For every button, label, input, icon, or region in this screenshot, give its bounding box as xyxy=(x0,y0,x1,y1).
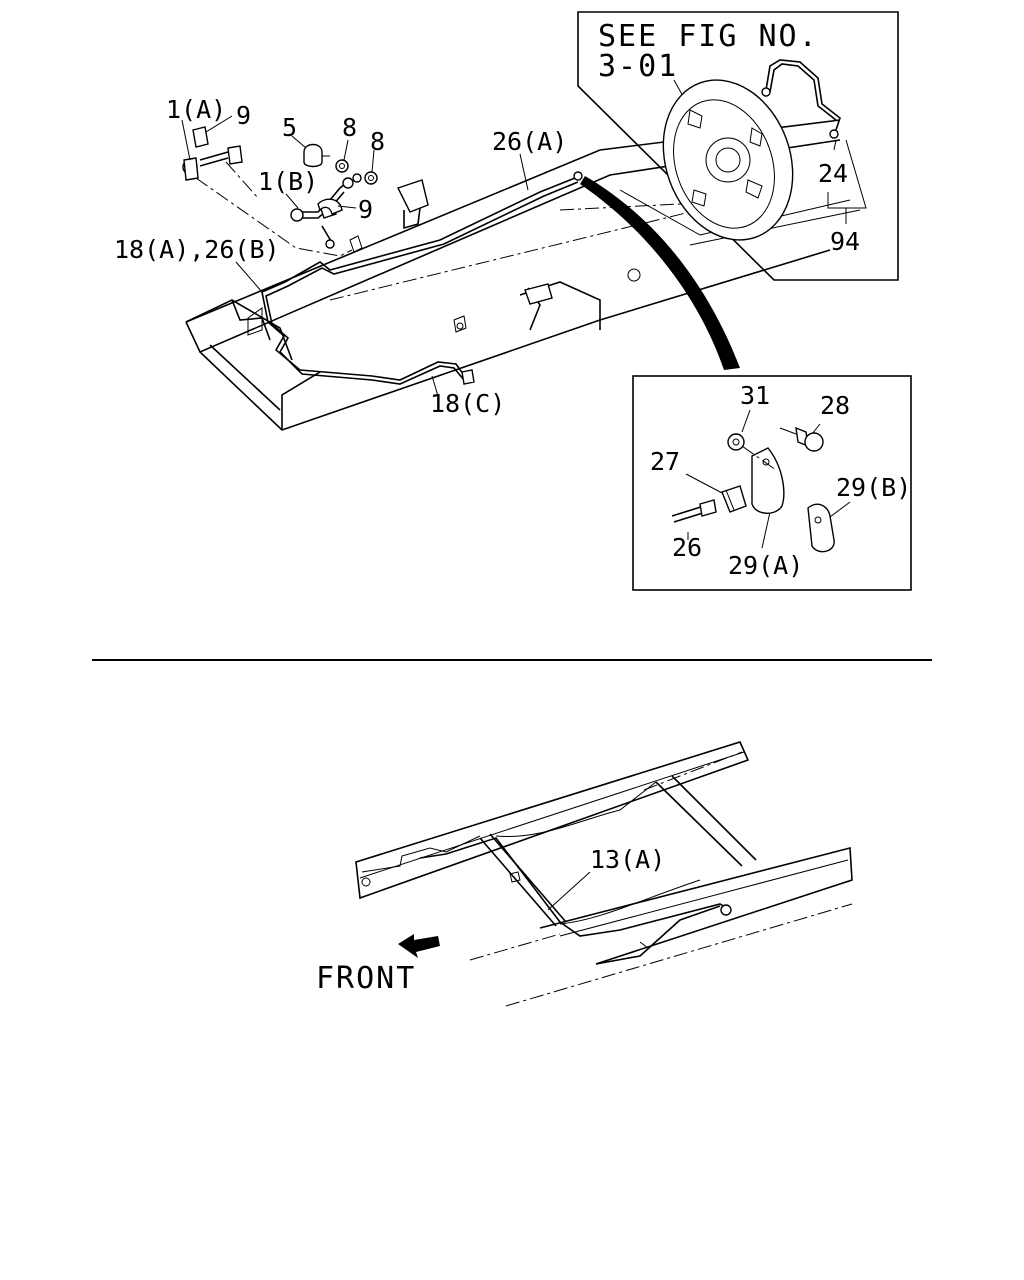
label-26a: 26(A) xyxy=(492,127,567,156)
chassis-frame-top xyxy=(185,119,861,431)
inset-brake-drum: SEE FIG NO. 3-01 24 94 xyxy=(577,11,899,281)
chassis-frame-bottom xyxy=(355,741,853,1007)
leader-lines-top xyxy=(181,115,529,397)
label-28: 28 xyxy=(820,391,850,420)
front-label: FRONT xyxy=(316,961,416,996)
label-31: 31 xyxy=(740,381,770,410)
label-26: 26 xyxy=(672,533,702,562)
front-arrow-icon xyxy=(398,934,440,958)
label-18a-26b: 18(A),26(B) xyxy=(114,235,280,264)
inset-clamp: 31 28 27 29(B) 26 29(A) xyxy=(632,375,912,591)
label-13a: 13(A) xyxy=(590,845,665,874)
brake-pipe-top xyxy=(182,126,583,385)
label-5: 5 xyxy=(282,113,297,142)
label-1a: 1(A) xyxy=(166,95,226,124)
label-94: 94 xyxy=(830,227,860,256)
callout-arc xyxy=(580,176,740,370)
label-29a: 29(A) xyxy=(728,551,803,580)
see-fig-title: SEE FIG NO. xyxy=(598,19,819,54)
label-1b: 1(B) xyxy=(258,167,318,196)
see-fig-number: 3-01 xyxy=(598,49,678,84)
label-18c: 18(C) xyxy=(430,389,505,418)
label-9a: 9 xyxy=(236,101,251,130)
label-29b: 29(B) xyxy=(836,473,911,502)
label-27: 27 xyxy=(650,447,680,476)
label-8b: 8 xyxy=(370,127,385,156)
label-24: 24 xyxy=(818,159,848,188)
label-9b: 9 xyxy=(358,195,373,224)
label-8a: 8 xyxy=(342,113,357,142)
